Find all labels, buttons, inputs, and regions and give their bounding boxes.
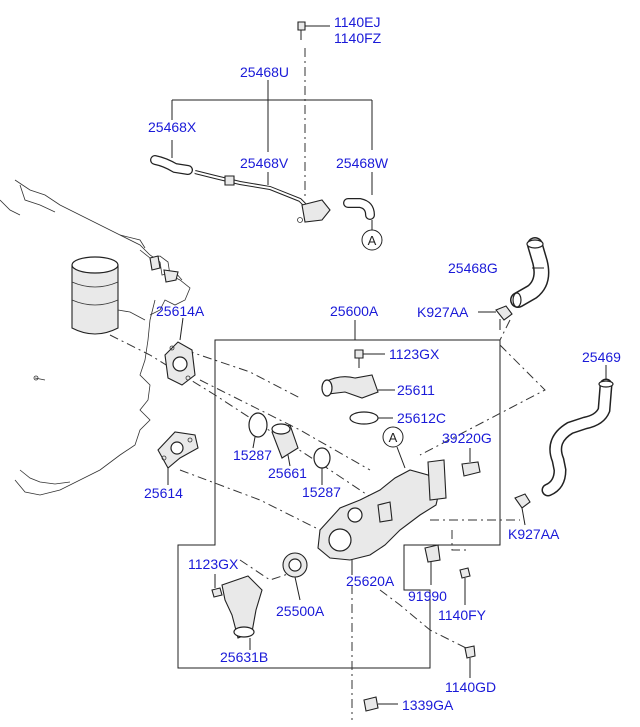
label-1123GX-top[interactable]: 1123GX [389,346,440,362]
label-39220G[interactable]: 39220G [442,430,492,446]
flange-25614A [164,317,196,386]
ref-A-center-text: A [389,430,398,445]
label-25468W[interactable]: 25468W [336,155,389,171]
label-25612C[interactable]: 25612C [397,410,446,426]
sensor-39220G [461,448,481,477]
bracket-91990 [424,544,441,585]
label-15287-right[interactable]: 15287 [302,484,341,500]
oring-25612C [349,411,393,425]
flange-25614 [157,431,199,485]
engine-block-outline [0,179,191,496]
label-1339GA[interactable]: 1339GA [402,697,454,713]
label-25614[interactable]: 25614 [144,485,183,501]
bolt-1140GD [464,645,476,678]
fitting-25611 [321,374,395,399]
part-labels: 1140EJ 1140FZ 25468U 25468X 25468V 25468… [144,14,621,713]
label-K927AA-top[interactable]: K927AA [417,304,469,320]
label-1140FZ[interactable]: 1140FZ [334,30,382,46]
hose-assembly-top [150,21,375,230]
label-1140EJ[interactable]: 1140EJ [334,14,380,30]
label-25500A[interactable]: 25500A [276,603,325,619]
label-25631B[interactable]: 25631B [220,649,268,665]
gasket-15287-left [248,412,268,449]
label-25661[interactable]: 25661 [268,465,307,481]
hose-25468G [478,237,550,330]
bolt-1339GA [363,696,398,712]
label-25614A[interactable]: 25614A [156,303,205,319]
assembly-frame-25600A [109,319,546,720]
label-1140FY[interactable]: 1140FY [438,607,487,623]
label-91990[interactable]: 91990 [408,588,447,604]
reference-A-center[interactable]: A [382,426,406,469]
label-1140GD[interactable]: 1140GD [445,679,496,695]
label-25468U[interactable]: 25468U [240,64,289,80]
bolt-1140FY [459,567,471,605]
label-25611[interactable]: 25611 [397,382,435,398]
gasket-15287-right [313,447,331,485]
label-1123GX-bottom[interactable]: 1123GX [188,556,239,572]
bolt-1123GX-bottom [211,574,223,598]
cover-25631B [221,575,263,650]
label-25469[interactable]: 25469 [582,349,621,365]
label-25468V[interactable]: 25468V [240,155,289,171]
ref-A-top-text: A [368,233,377,248]
label-K927AA-bottom[interactable]: K927AA [508,526,560,542]
label-25600A[interactable]: 25600A [330,303,379,319]
thermostat-25500A [282,552,308,601]
pipe-25661 [271,423,299,467]
reference-A-top[interactable]: A [361,229,383,251]
housing-25620A [317,459,447,575]
label-25468X[interactable]: 25468X [148,119,197,135]
label-25468G[interactable]: 25468G [448,260,498,276]
label-25620A[interactable]: 25620A [346,573,395,589]
bolt-1123GX-top [354,349,385,368]
label-15287-left[interactable]: 15287 [233,447,272,463]
hose-25469 [514,365,614,526]
